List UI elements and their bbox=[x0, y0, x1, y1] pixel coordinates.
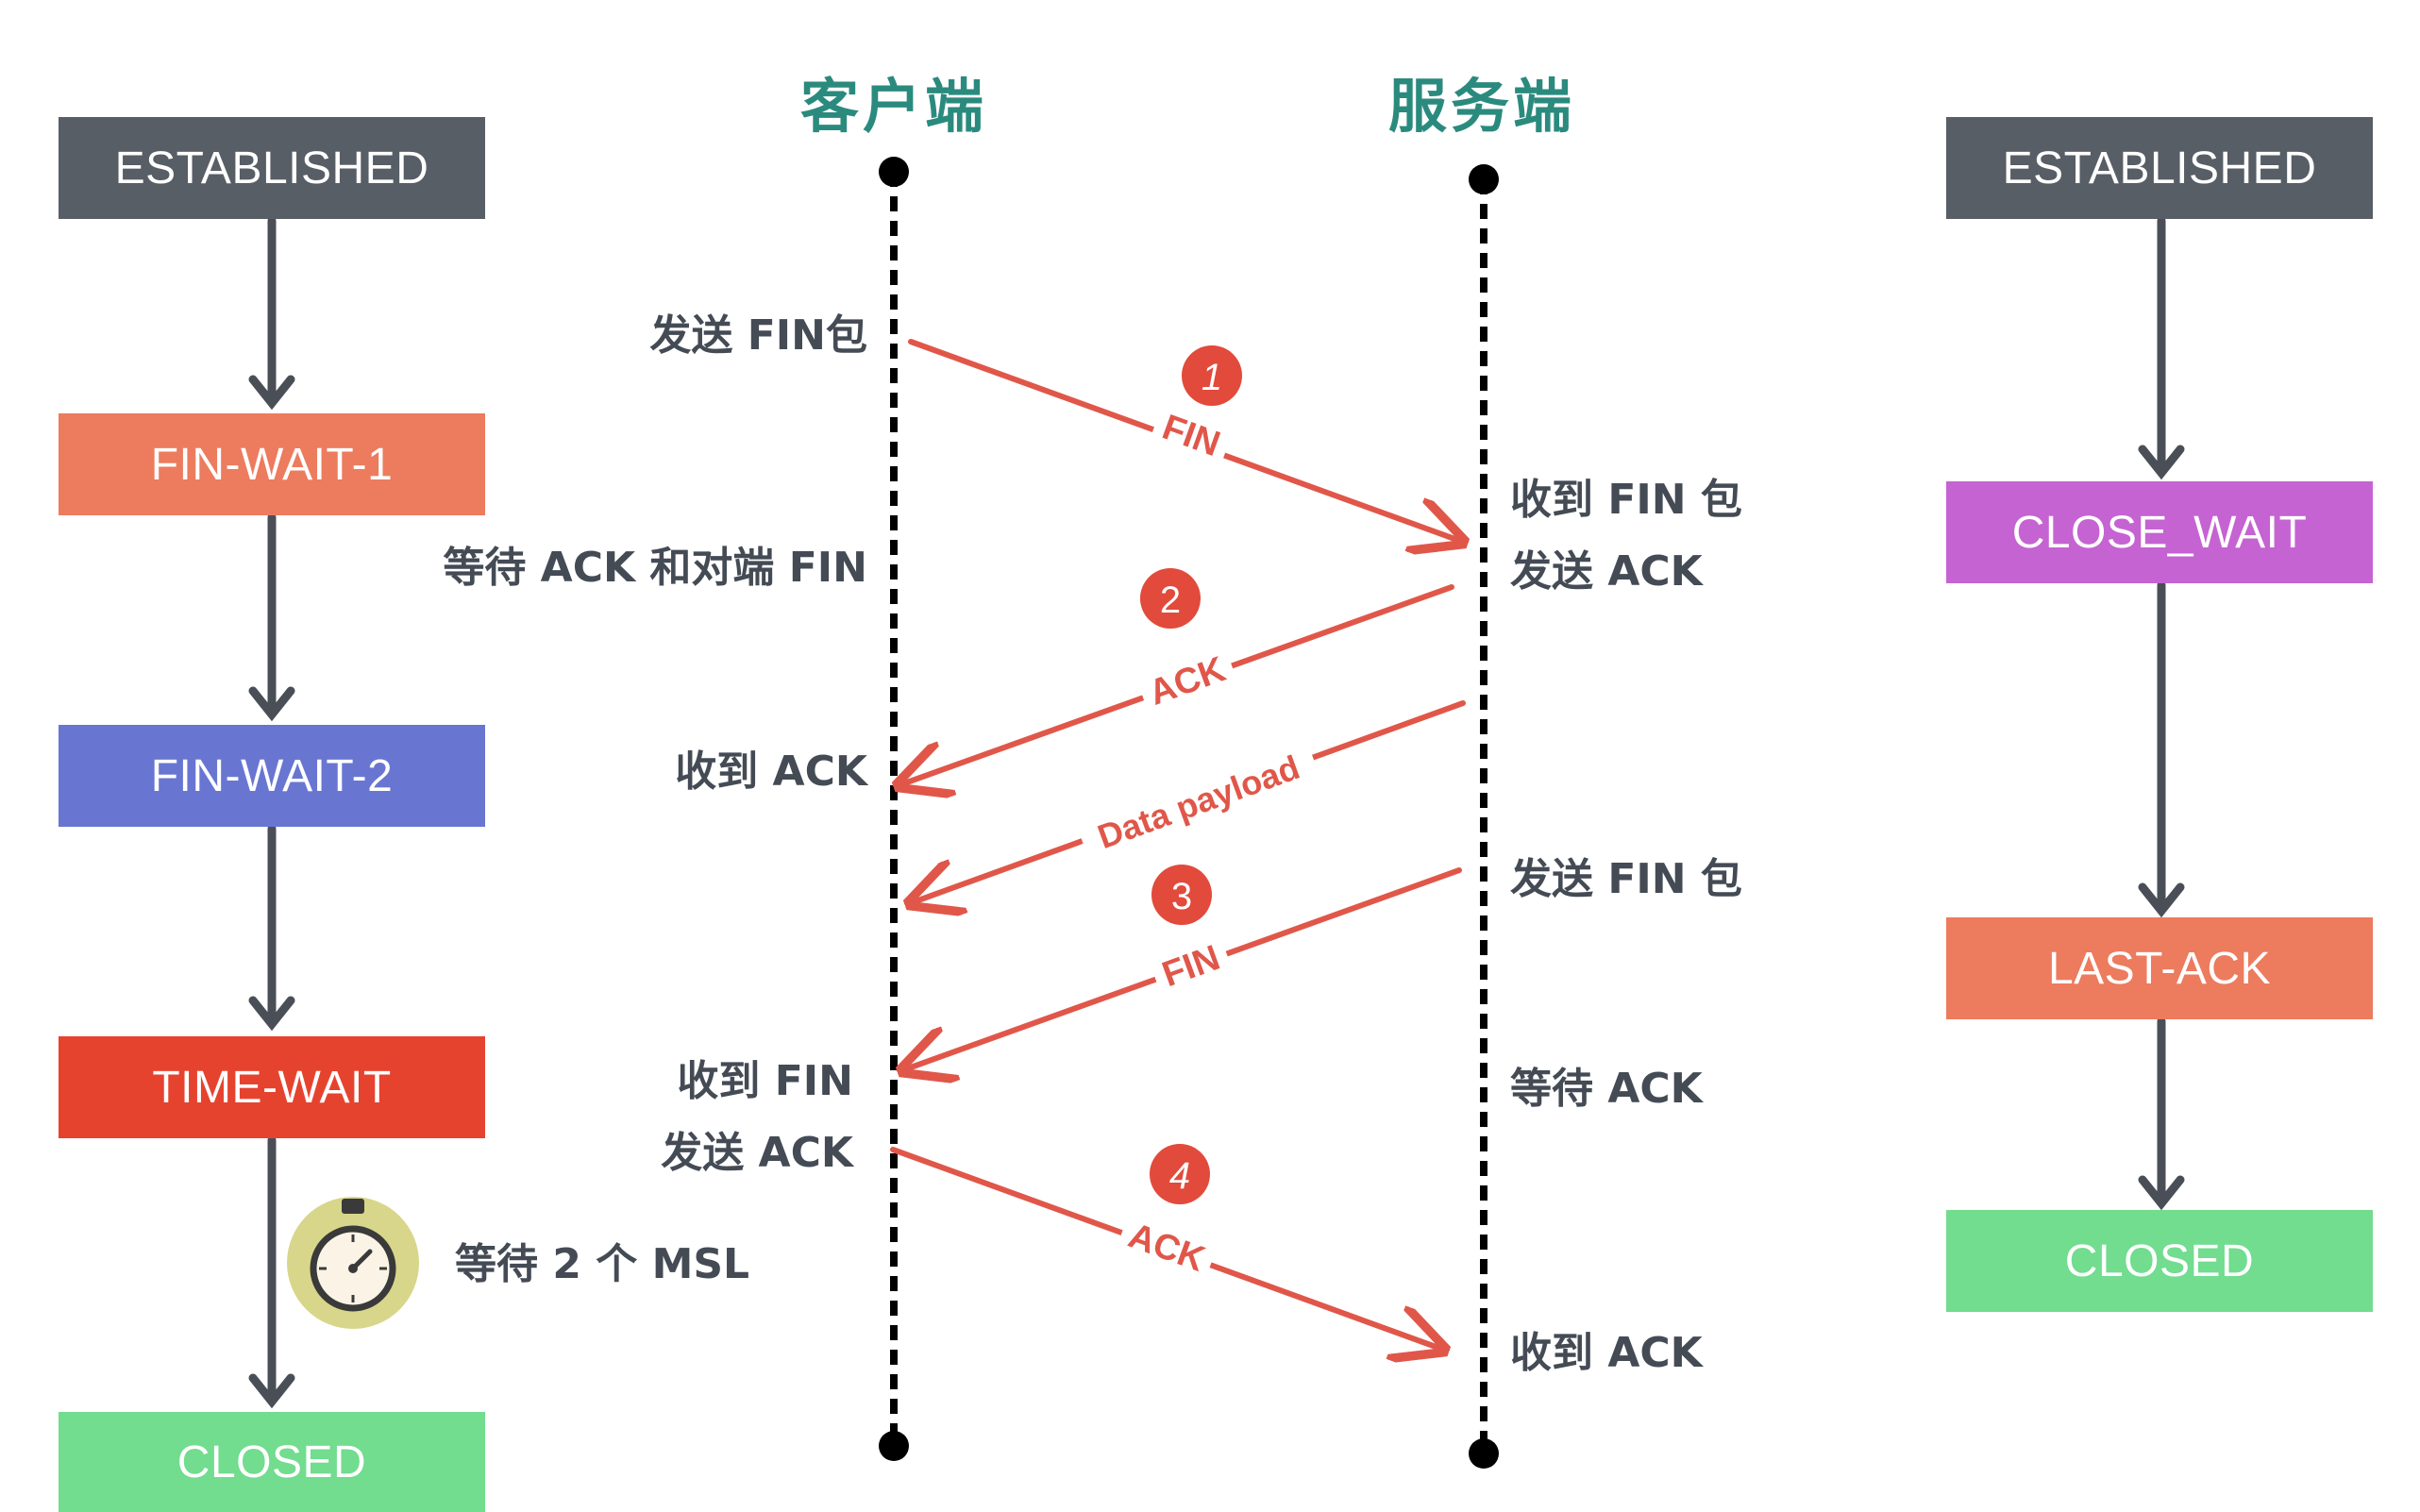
step-number: 3 bbox=[1171, 876, 1192, 917]
client-state-closed: CLOSED bbox=[59, 1412, 485, 1512]
state-arrow-head bbox=[2138, 882, 2185, 918]
client-header: 客户端 bbox=[799, 72, 987, 141]
step-number: 2 bbox=[1160, 580, 1181, 621]
client-note-recv-ack: 收到 ACK bbox=[675, 748, 867, 796]
state-arrow-head bbox=[2138, 445, 2185, 480]
state-arrow-head bbox=[248, 686, 295, 722]
server-timeline bbox=[1469, 164, 1499, 1469]
arrow-label-fin-3: FIN bbox=[1147, 930, 1234, 998]
server-state-closed: CLOSED bbox=[1946, 1210, 2373, 1312]
client-timeline bbox=[879, 157, 909, 1461]
step-number: 4 bbox=[1169, 1155, 1190, 1197]
client-state-fin-wait-1: FIN-WAIT-1 bbox=[59, 413, 485, 515]
server-note-send-fin: 发送 FIN 包 bbox=[1510, 855, 1742, 903]
step-badge-1: 1 bbox=[1182, 345, 1242, 406]
timeline-start-dot bbox=[879, 157, 909, 187]
server-state-arrows bbox=[2138, 216, 2185, 1211]
client-note-recv-fin: 收到 FIN bbox=[677, 1057, 853, 1105]
server-note-wait-ack: 等待 ACK bbox=[1510, 1065, 1703, 1113]
step-number: 1 bbox=[1202, 357, 1222, 398]
arrow-label-fin-1: FIN bbox=[1149, 399, 1235, 467]
server-state-close-wait: CLOSE_WAIT bbox=[1946, 481, 2373, 583]
step-badge-3: 3 bbox=[1151, 865, 1212, 925]
timeline-end-dot bbox=[1469, 1438, 1499, 1469]
state-arrow-head bbox=[248, 375, 295, 411]
state-arrow-head bbox=[248, 996, 295, 1032]
arrow-label-ack-2: ACK bbox=[1134, 642, 1238, 715]
server-header: 服务端 bbox=[1387, 72, 1575, 141]
arrow-label-data-payload: Data payload bbox=[1074, 735, 1321, 863]
state-arrow-head bbox=[248, 1373, 295, 1409]
stopwatch-icon bbox=[287, 1197, 419, 1329]
client-state-time-wait: TIME-WAIT bbox=[59, 1036, 485, 1138]
server-state-established: ESTABLISHED bbox=[1946, 117, 2373, 219]
client-state-established: ESTABLISHED bbox=[59, 117, 485, 219]
client-state-fin-wait-2: FIN-WAIT-2 bbox=[59, 725, 485, 827]
server-note-recv-fin: 收到 FIN 包 bbox=[1510, 476, 1742, 524]
timeline-end-dot bbox=[879, 1431, 909, 1461]
server-note-send-ack: 发送 ACK bbox=[1510, 547, 1703, 596]
timeline-start-dot bbox=[1469, 164, 1499, 194]
client-state-arrows bbox=[248, 216, 295, 1409]
step-badge-2: 2 bbox=[1140, 568, 1201, 629]
client-note-send-ack: 发送 ACK bbox=[661, 1129, 853, 1177]
client-note-wait-ack-fin: 等待 ACK 和对端 FIN bbox=[443, 544, 867, 592]
state-arrow-head bbox=[2138, 1175, 2185, 1211]
server-state-last-ack: LAST-ACK bbox=[1946, 917, 2373, 1019]
client-note-wait-2msl: 等待 2 个 MSL bbox=[455, 1240, 750, 1288]
client-note-send-fin: 发送 FIN包 bbox=[649, 311, 867, 360]
step-badge-4: 4 bbox=[1150, 1144, 1210, 1204]
arrow-label-ack-4: ACK bbox=[1116, 1208, 1219, 1282]
server-note-recv-ack: 收到 ACK bbox=[1510, 1329, 1703, 1377]
